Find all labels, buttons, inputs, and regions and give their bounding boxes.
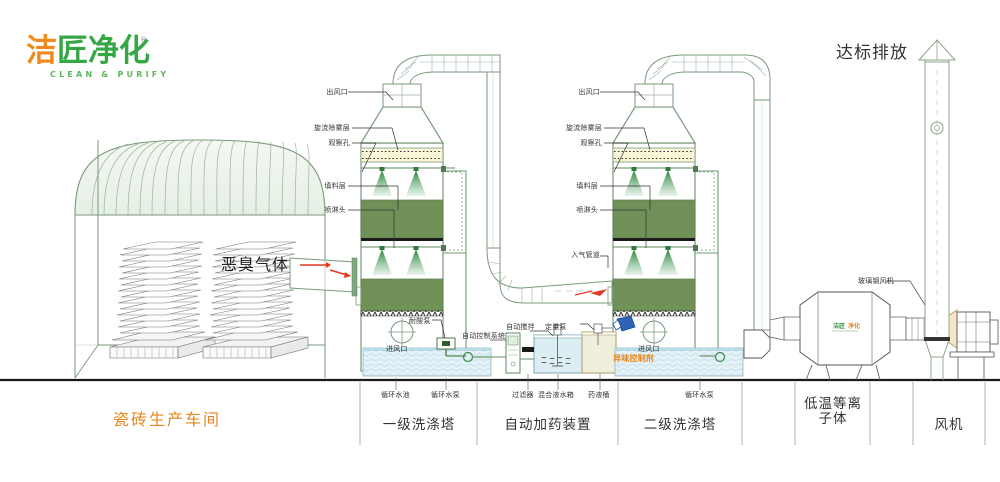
- recirc-piping-1: [443, 167, 467, 352]
- inter-tower-pipe: [486, 71, 501, 249]
- metering-pump-label: 定量泵: [545, 323, 567, 331]
- packing-layer-2a: [612, 199, 696, 239]
- demister-layer-1: [360, 147, 444, 163]
- svg-text:洁匠: 洁匠: [833, 322, 845, 330]
- tower2-viewport-label: 观察孔: [580, 139, 602, 147]
- brand-logo: 洁匠净化 ® CLEAN & PURIFY: [18, 34, 178, 90]
- agitator: [552, 324, 563, 367]
- category-plasma: 低温等离子体: [804, 396, 862, 427]
- filter-label: 过滤器: [512, 391, 534, 399]
- water-pump-label: 循环水泵: [431, 391, 460, 399]
- auto-stir-label: 自动搅拌: [506, 323, 535, 331]
- exhaust-stack: [917, 39, 957, 380]
- tower1-outlet-label: 出风口: [326, 88, 348, 96]
- filter-unit: [522, 347, 534, 352]
- odor-collection-duct: [289, 257, 358, 297]
- tower1-demister-label: 旋流除雾层: [314, 124, 350, 132]
- recirc-piping-2: [695, 170, 719, 352]
- brand-char-orange: 洁: [26, 33, 57, 69]
- chemical-drum: [581, 331, 617, 374]
- chem-drum-label: 药液桶: [588, 391, 610, 399]
- inlet-port-1: [388, 318, 416, 346]
- tower2-gas-duct-label: 入气管道: [571, 251, 600, 259]
- scrubber-tower-1: [355, 83, 467, 372]
- brand-name-zh: 洁匠净化: [26, 34, 150, 68]
- circulating-water-pool-1: [362, 347, 492, 377]
- tile-stack-left: [109, 241, 216, 359]
- workshop-building: [74, 139, 326, 379]
- compliant-emission-label: 达标排放: [836, 43, 908, 63]
- frp-fan-label: 玻璃钢风机: [858, 277, 894, 285]
- tower2-inlet-label: 进风口: [638, 345, 660, 353]
- category-scrubber2: 二级洗涤塔: [643, 417, 717, 433]
- control-system-label: 自动控制系统: [462, 332, 506, 340]
- acid-pump-label: 耐酸泵: [409, 317, 431, 325]
- circulating-pump-2: [700, 351, 726, 363]
- tower1-viewport-label: 观察孔: [328, 139, 350, 147]
- category-fan: 风机: [934, 417, 964, 433]
- water-pump2-label: 循环水泵: [685, 391, 714, 399]
- odor-agent-label: 异味控制剂: [613, 354, 654, 363]
- plasma-unit: 洁匠 净化: [743, 291, 941, 381]
- category-dosing: 自动加药装置: [504, 417, 592, 433]
- brand-chars-green: 匠净化: [57, 33, 150, 69]
- bottom-leader-lines: [395, 374, 701, 390]
- tower1-nozzle-label: 喷淋头: [324, 206, 346, 214]
- top-duct-1: [392, 54, 501, 85]
- scrubber-tower-2: [607, 83, 719, 372]
- tower1-inlet-label: 进风口: [386, 345, 408, 353]
- gas-flow-arrow-2: [574, 289, 607, 296]
- packing-layer-2b: [612, 278, 696, 312]
- odor-gas-label: 恶臭气体: [221, 255, 290, 274]
- tower2-demister-label: 旋流除雾层: [566, 124, 602, 132]
- tower1-packing-label: 填料层: [324, 182, 346, 190]
- packing-layer-1b: [360, 278, 444, 312]
- brand-tagline: CLEAN & PURIFY: [50, 70, 170, 79]
- plasma-feed-duct: [753, 99, 771, 331]
- leader-lines: [348, 91, 926, 341]
- workshop-label: 瓷砖生产车间: [113, 410, 222, 429]
- chemical-bottle-icon: [612, 315, 636, 332]
- tower2-nozzle-label: 喷淋头: [576, 206, 598, 214]
- category-scrubber1: 一级洗涤塔: [382, 417, 456, 433]
- water-pool-label: 循环水池: [381, 391, 410, 399]
- packing-layer-1a: [360, 199, 444, 239]
- mixing-tank: [533, 334, 583, 374]
- metering-pump: [593, 323, 612, 345]
- registered-mark: ®: [140, 36, 147, 44]
- svg-text:净化: 净化: [848, 322, 860, 330]
- tower2-packing-label: 填料层: [576, 182, 598, 190]
- inlet-port-2: [640, 318, 668, 346]
- acid-pump-1: [436, 337, 490, 363]
- duct-flange: [351, 257, 358, 297]
- tower2-outlet-label: 出风口: [578, 88, 600, 96]
- demister-layer-2: [612, 147, 696, 163]
- dosing-skid: [490, 315, 660, 374]
- mix-tank-label: 混合液水箱: [538, 391, 574, 399]
- category-dividers: [359, 382, 986, 445]
- odor-flow-arrows: [300, 262, 351, 278]
